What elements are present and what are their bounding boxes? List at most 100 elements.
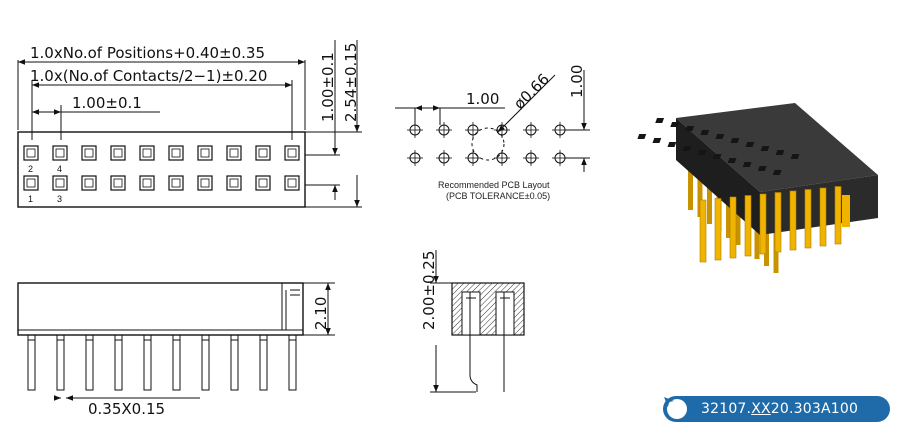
product-pin bbox=[744, 195, 752, 257]
product-pin bbox=[714, 198, 722, 261]
section-view: 2.00±0.25 bbox=[420, 250, 525, 393]
product-contact-hole bbox=[760, 146, 770, 151]
part-number-suffix: 20.303A100 bbox=[770, 401, 859, 417]
product-image bbox=[637, 103, 878, 273]
contact-cell bbox=[255, 145, 271, 161]
dim-pitch-label: 1.00±0.1 bbox=[72, 94, 142, 112]
product-contact-hole bbox=[757, 166, 767, 171]
part-number-text: 32107.XX20.303A100 bbox=[701, 401, 858, 417]
pcb-hole bbox=[523, 122, 539, 138]
pcb-row-label: 1.00 bbox=[568, 65, 586, 98]
dim-contacts-label: 1.0x(No.of Contacts/2−1)±0.20 bbox=[30, 67, 267, 85]
pcb-caption-1: Recommended PCB Layout bbox=[438, 180, 550, 190]
housing-top-face bbox=[676, 103, 878, 192]
product-contact-hole bbox=[742, 162, 752, 167]
pcb-layout: 1.00 ø0.66 1.00 Recommended PCB Layout (… bbox=[395, 65, 590, 201]
contact-cell bbox=[168, 175, 184, 191]
side-pin bbox=[201, 339, 210, 391]
contact-cell bbox=[139, 145, 155, 161]
part-number-variable: XX bbox=[751, 401, 771, 417]
side-pin bbox=[27, 339, 36, 391]
side-pin bbox=[172, 339, 181, 391]
contact-cell bbox=[255, 175, 271, 191]
product-pin bbox=[729, 196, 737, 259]
dim-row-label: 1.00±0.1 bbox=[319, 52, 337, 122]
product-pin bbox=[759, 193, 767, 255]
contact-cell bbox=[81, 175, 97, 191]
contact-cell bbox=[23, 145, 39, 161]
product-contact-hole bbox=[790, 154, 800, 159]
product-contact-hole bbox=[637, 134, 647, 139]
product-contact-hole bbox=[652, 138, 662, 143]
contact-cell bbox=[284, 175, 300, 191]
housing-side-outline bbox=[17, 282, 304, 336]
product-latch bbox=[842, 195, 850, 227]
product-contact-hole bbox=[682, 146, 692, 151]
product-contact-hole bbox=[727, 158, 737, 163]
arrow-pointer-icon bbox=[664, 397, 687, 419]
product-contact-hole bbox=[655, 118, 665, 123]
product-pin bbox=[699, 199, 707, 263]
product-contact-hole bbox=[700, 130, 710, 135]
side-pin-row bbox=[27, 335, 297, 391]
side-pin bbox=[288, 339, 297, 391]
contact-cell bbox=[110, 175, 126, 191]
pcb-hole bbox=[552, 150, 568, 166]
product-contact-hole bbox=[697, 150, 707, 155]
contact-cell bbox=[52, 145, 68, 161]
contact-cell bbox=[139, 175, 155, 191]
product-contact-hole bbox=[712, 154, 722, 159]
contact-cell bbox=[226, 145, 242, 161]
dim-pin-label: 0.35X0.15 bbox=[88, 400, 165, 418]
pcb-caption-2: (PCB TOLERANCE±0.05) bbox=[446, 191, 550, 201]
pcb-hole bbox=[465, 122, 481, 138]
pcb-hole bbox=[436, 150, 452, 166]
contact-grid bbox=[23, 145, 300, 191]
pcb-hole bbox=[407, 122, 423, 138]
side-view: 2.10 0.35X0.15 bbox=[17, 282, 335, 418]
pcb-hole bbox=[523, 150, 539, 166]
contact-cell bbox=[110, 145, 126, 161]
dim-body-height-label: 2.10 bbox=[312, 297, 330, 330]
product-contact-hole bbox=[772, 170, 782, 175]
pin-label-2: 2 bbox=[28, 164, 33, 174]
product-contact-hole bbox=[715, 134, 725, 139]
pcb-hole-grid bbox=[407, 122, 568, 166]
pin-label-4: 4 bbox=[57, 164, 62, 174]
side-pin bbox=[56, 339, 65, 391]
product-contact-hole bbox=[745, 142, 755, 147]
product-pin bbox=[819, 187, 827, 247]
product-contact-hole bbox=[775, 150, 785, 155]
product-contact-hole bbox=[685, 126, 695, 131]
product-contact-hole bbox=[667, 142, 677, 147]
pcb-hole-label: ø0.66 bbox=[510, 70, 553, 113]
contact-cell bbox=[226, 175, 242, 191]
side-pin bbox=[85, 339, 94, 391]
side-pin bbox=[259, 339, 268, 391]
pcb-pitch-label: 1.00 bbox=[466, 90, 499, 108]
pin-label-3: 3 bbox=[57, 194, 62, 204]
contact-cell bbox=[23, 175, 39, 191]
product-pin bbox=[834, 186, 842, 245]
product-pin bbox=[789, 190, 797, 251]
side-contact-detail bbox=[281, 283, 300, 330]
product-pin bbox=[774, 192, 782, 253]
product-contact-hole bbox=[730, 138, 740, 143]
contact-cell bbox=[52, 175, 68, 191]
pin-label-1: 1 bbox=[28, 194, 33, 204]
contact-cell bbox=[168, 145, 184, 161]
part-number-badge[interactable]: 32107.XX20.303A100 bbox=[663, 396, 890, 422]
housing-top-outline bbox=[17, 131, 306, 208]
contact-cell bbox=[197, 175, 213, 191]
pcb-hole bbox=[552, 122, 568, 138]
pcb-hole bbox=[465, 150, 481, 166]
side-pin bbox=[230, 339, 239, 391]
dim-total-label: 1.0xNo.of Positions+0.40±0.35 bbox=[30, 44, 265, 62]
contact-cell bbox=[197, 145, 213, 161]
pcb-detail-circle bbox=[471, 127, 505, 161]
side-pin bbox=[143, 339, 152, 391]
contact-cell bbox=[284, 145, 300, 161]
side-pin bbox=[114, 339, 123, 391]
dim-height-label: 2.54±0.15 bbox=[342, 43, 360, 122]
